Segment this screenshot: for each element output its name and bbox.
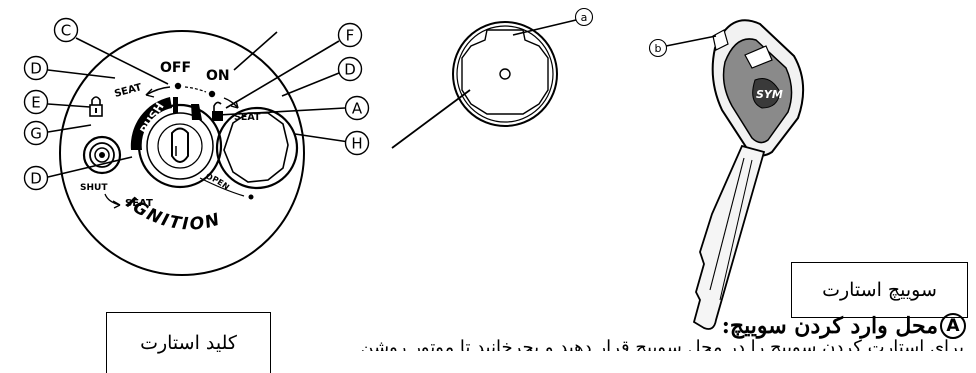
seat-button <box>82 135 122 175</box>
seat-label-bottom: SEAT <box>125 198 153 209</box>
callout-H: H <box>344 130 370 156</box>
leader-lines <box>47 31 350 178</box>
svg-text:A: A <box>352 100 363 118</box>
switch-outer-ring <box>59 30 305 276</box>
svg-text:E: E <box>31 94 40 112</box>
svg-text:C: C <box>61 22 71 40</box>
svg-text:D: D <box>344 61 356 79</box>
heading-marker: A <box>940 313 966 339</box>
ignition-label: IGNITION <box>122 193 223 235</box>
ignition-diagram: PUSH <box>23 7 805 330</box>
open-arrow <box>199 177 245 197</box>
callout-C: C <box>53 17 79 43</box>
svg-text:F: F <box>346 27 355 45</box>
callout-G: G <box>23 120 49 146</box>
seat-label-left: SEAT <box>113 82 143 100</box>
callout-F: F <box>337 22 363 48</box>
key-brand-logo: SYM <box>756 88 783 101</box>
starter-key: SYM b <box>648 19 805 330</box>
position-mark-off <box>173 97 178 113</box>
shut-label: SHUT <box>80 183 108 193</box>
callout-D-bottom-left: D <box>23 165 49 191</box>
callout-a: a <box>574 7 594 27</box>
switch-caption: کلید استارت <box>106 312 271 373</box>
key-caption-text: سوییچ استارت <box>822 279 937 301</box>
on-label: ON <box>206 68 230 84</box>
svg-text:H: H <box>351 135 362 153</box>
open-dot <box>248 194 254 200</box>
svg-text:D: D <box>30 170 42 188</box>
svg-text:b: b <box>655 42 662 55</box>
push-band <box>130 97 172 150</box>
key-cylinder <box>137 103 223 189</box>
callout-E: E <box>23 89 49 115</box>
lock-icon <box>89 96 103 117</box>
heading-text: محل وارد کردن سوییچ: <box>721 313 938 339</box>
svg-text:G: G <box>30 125 42 143</box>
callout-b: b <box>648 38 668 58</box>
svg-text:D: D <box>30 60 42 78</box>
off-dot <box>174 82 182 90</box>
position-mark-on <box>191 104 202 120</box>
seat-label-right: SEAT <box>234 112 261 123</box>
body-text-fragment: برای استارت کردن سوییچ را در محل سوییچ ق… <box>360 339 964 351</box>
switch-caption-text: کلید استارت <box>140 332 237 354</box>
callout-A: A <box>344 95 370 121</box>
on-dot <box>208 90 216 98</box>
callout-D-top-left: D <box>23 55 49 81</box>
svg-text:a: a <box>581 11 588 24</box>
section-heading: Aمحل وارد کردن سوییچ: <box>722 313 966 339</box>
callout-D-right: D <box>337 56 363 82</box>
key-slot-closeup: a <box>391 7 594 149</box>
off-label: OFF <box>160 60 191 76</box>
key-caption: سوییچ استارت <box>791 262 968 318</box>
off-on-arc <box>184 86 207 93</box>
ignition-switch: PUSH <box>23 17 370 276</box>
unlock-icon <box>212 101 223 121</box>
